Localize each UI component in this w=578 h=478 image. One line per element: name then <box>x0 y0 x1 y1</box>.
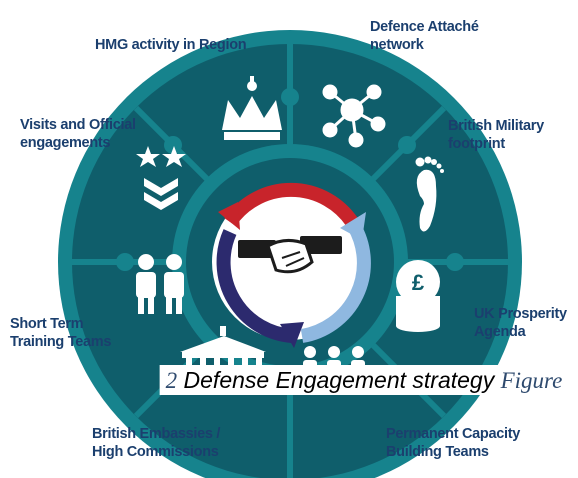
label-uk-prosperity: UK Prosperity Agenda <box>474 306 567 340</box>
rank-insignia-icon <box>136 146 186 210</box>
handshake-icon <box>238 236 342 274</box>
label-visits-engagements: Visits and Official engagements <box>20 117 136 151</box>
caption-title: Defense Engagement strategy <box>183 367 495 393</box>
network-icon <box>322 84 386 148</box>
figure-caption: 2 Defense Engagement strategy Figure <box>159 365 569 395</box>
label-british-embassies: British Embassies / High Commissions <box>92 426 221 460</box>
pound-coins-icon: £ <box>396 260 440 332</box>
embassy-building-icon <box>180 326 266 370</box>
crown-icon <box>222 76 282 140</box>
label-hmg-activity: HMG activity in Region <box>95 37 247 53</box>
footprint-icon <box>415 156 444 232</box>
svg-text:£: £ <box>412 270 425 295</box>
label-defence-attache: Defence Attaché network <box>370 19 479 53</box>
caption-number: 2 <box>165 368 178 393</box>
label-british-military-footprint: British Military footprint <box>448 118 544 152</box>
label-permanent-capacity: Permanent Capacity Building Teams <box>386 426 521 460</box>
caption-suffix: Figure <box>500 368 563 393</box>
two-people-icon <box>136 254 184 314</box>
cycle-arrows <box>216 182 371 348</box>
label-short-term-training: Short Term Training Teams <box>10 316 112 350</box>
